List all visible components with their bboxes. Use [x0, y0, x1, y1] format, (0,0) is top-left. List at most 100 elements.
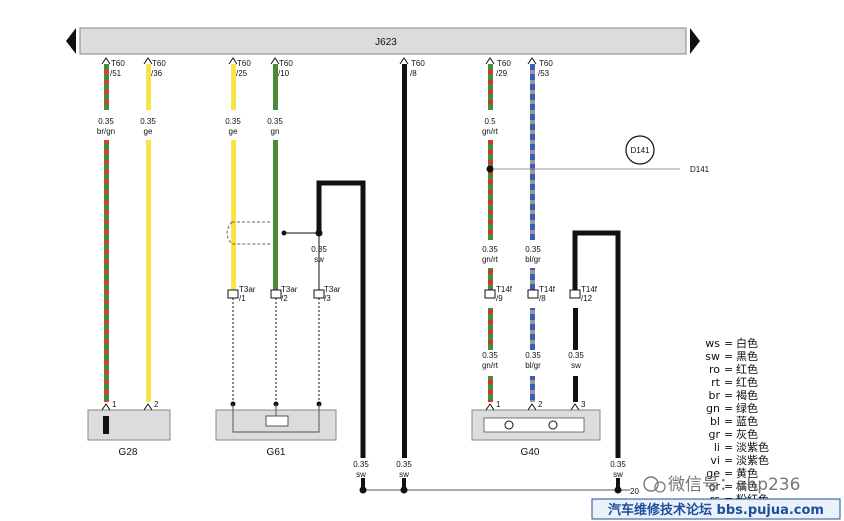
- wire-color: gn/rt: [482, 127, 499, 136]
- bottom-ref: 20: [630, 487, 639, 496]
- wire-size: 0.35: [482, 245, 498, 254]
- svg-text:=: =: [724, 363, 733, 376]
- svg-text:br: br: [708, 389, 720, 402]
- wire-color: gn/rt: [482, 255, 499, 264]
- wire-size: 0.35: [225, 117, 241, 126]
- legend-item: gn=绿色: [706, 401, 758, 415]
- svg-text:褐色: 褐色: [736, 388, 758, 402]
- wire-color: gn: [271, 127, 280, 136]
- pin-arrow-icon: [143, 57, 153, 65]
- t14f-label: T14f: [496, 285, 513, 294]
- wire-size: 0.35: [525, 245, 541, 254]
- wire-color: ge: [144, 127, 153, 136]
- conn-label: T60: [152, 59, 166, 68]
- wire-ge-1: [146, 64, 151, 402]
- t3ar-connectors: T3ar /1 T3ar /2 T3ar /3: [227, 285, 341, 404]
- wire-size: 0.35: [267, 117, 283, 126]
- t3ar-label: T3ar: [324, 285, 341, 294]
- wire-size: 0.35: [353, 460, 369, 469]
- wire-color: sw: [571, 361, 581, 370]
- legend-item: rt=红色: [711, 375, 758, 389]
- svg-text:gn: gn: [706, 402, 720, 415]
- svg-text:=: =: [724, 415, 733, 428]
- svg-text:橘色: 橘色: [736, 479, 758, 493]
- conn-pin: /53: [538, 69, 550, 78]
- legend-item: bl=蓝色: [710, 414, 758, 428]
- wire-color: ge: [229, 127, 238, 136]
- svg-text:红色: 红色: [736, 362, 758, 376]
- g40-low-labels: 0.35 gn/rt 0.35 bl/gr 0.35 sw: [482, 351, 584, 370]
- bottom-labels: 0.35 sw 0.35 sw 0.35 sw: [353, 460, 626, 479]
- svg-text:黑色: 黑色: [736, 349, 758, 363]
- t14f-pin: /12: [581, 294, 593, 303]
- connector-p8: T60 /8: [410, 59, 425, 78]
- component-g28: 1 2 G28: [87, 400, 171, 458]
- svg-text:ro: ro: [709, 363, 720, 376]
- conn-label: T60: [111, 59, 125, 68]
- svg-text:黄色: 黄色: [736, 466, 758, 480]
- t3ar-label: T3ar: [239, 285, 256, 294]
- svg-text:sw: sw: [705, 350, 720, 363]
- conn-label: T60: [539, 59, 553, 68]
- t3ar-pin-2: T3ar /2: [270, 285, 298, 404]
- component-g40: 1 2 3 G40: [471, 400, 601, 458]
- wire-size: 0.35: [140, 117, 156, 126]
- junction-dot: [486, 165, 494, 173]
- t3ar-label: T3ar: [281, 285, 298, 294]
- d141-symbol: [625, 135, 655, 165]
- sensor-symbol-icon: [504, 420, 514, 430]
- wire-gn: [273, 64, 278, 290]
- svg-text:灰色: 灰色: [736, 427, 758, 441]
- legend-item: br=褐色: [708, 388, 758, 402]
- t3ar-pin: /2: [281, 294, 288, 303]
- pin-arrow-icon: [143, 403, 153, 411]
- wire-size: 0.35: [396, 460, 412, 469]
- t14f-connectors: T14f /9 T14f /8 T14f /12: [484, 285, 598, 303]
- legend-item: vi=淡紫色: [710, 453, 769, 467]
- t14f-pin-8: T14f /8: [527, 285, 556, 303]
- conn-label: T60: [279, 59, 293, 68]
- wire-blgr: [530, 64, 535, 402]
- footer: 汽车维修技术论坛 bbs.pujua.com: [591, 498, 841, 520]
- d141-symbol-text: D141: [630, 146, 650, 155]
- svg-text:=: =: [724, 337, 733, 350]
- wire-size: 0.35: [525, 351, 541, 360]
- conn-pin: /25: [236, 69, 248, 78]
- svg-text:li: li: [714, 441, 720, 454]
- wire-size: 0.35: [568, 351, 584, 360]
- g40-mid-labels: 0.35 gn/rt 0.35 bl/gr: [482, 245, 541, 264]
- wire-gnrt: [488, 64, 493, 402]
- conn-pin: /51: [110, 69, 122, 78]
- svg-text:or: or: [709, 480, 721, 493]
- pin-label: 2: [154, 400, 159, 409]
- conn-label: T60: [411, 59, 425, 68]
- t14f-label: T14f: [581, 285, 598, 294]
- component-name: G40: [521, 447, 540, 458]
- wire-color: br/gn: [97, 127, 115, 136]
- wire-size: 0.5: [484, 117, 496, 126]
- svg-text:=: =: [724, 467, 733, 480]
- t3ar-pin: /1: [239, 294, 246, 303]
- legend-item: or=橘色: [709, 479, 758, 493]
- svg-text:vi: vi: [710, 454, 720, 467]
- wire-size: 0.35: [98, 117, 114, 126]
- shield-size: 0.35: [311, 245, 327, 254]
- legend-item: ws=白色: [705, 336, 758, 350]
- legend-item: sw =黑色: [705, 349, 758, 363]
- pin-label: 3: [581, 400, 586, 409]
- ecu-bar: J623: [66, 27, 700, 55]
- svg-text:=: =: [724, 454, 733, 467]
- svg-text:蓝色: 蓝色: [736, 414, 758, 428]
- component-name: G61: [267, 447, 286, 458]
- legend-item: li=淡紫色: [714, 440, 769, 454]
- t14f-pin-9: T14f /9: [484, 285, 513, 303]
- svg-text:=: =: [724, 480, 733, 493]
- conn-label: T60: [237, 59, 251, 68]
- t3ar-pin-3: T3ar /3: [313, 285, 341, 404]
- svg-text:=: =: [724, 350, 733, 363]
- svg-text:红色: 红色: [736, 375, 758, 389]
- component-g61: G61: [215, 401, 337, 458]
- pin-arrow-icon: [527, 403, 537, 411]
- legend-item: ro =红色: [709, 362, 758, 376]
- pin-arrow-icon: [101, 403, 111, 411]
